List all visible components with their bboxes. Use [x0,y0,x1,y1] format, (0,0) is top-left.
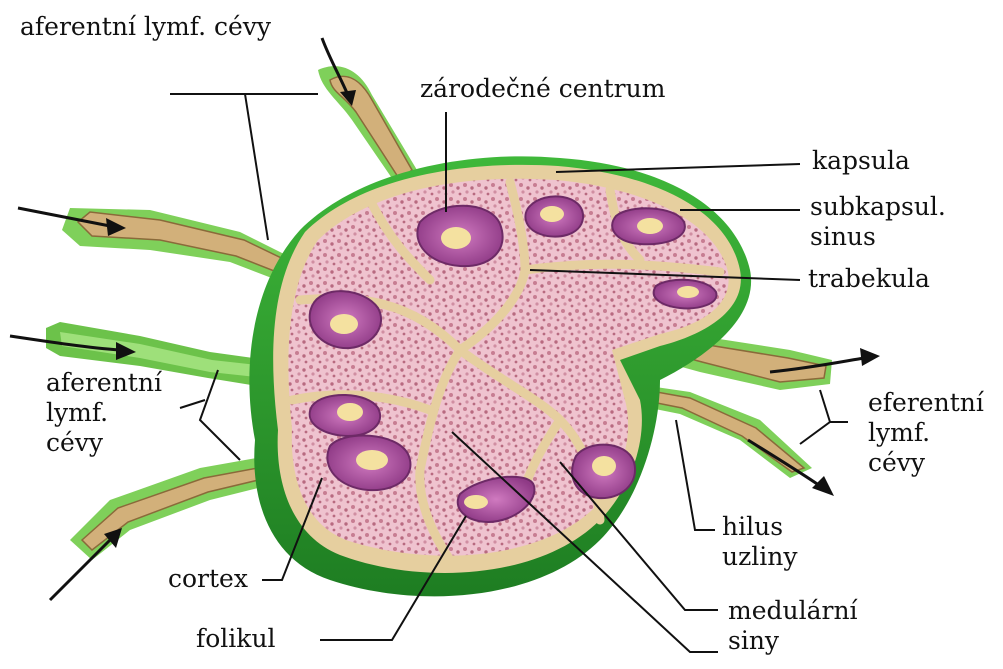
arrowhead [812,476,834,496]
label-germinal-center: zárodečné centrum [420,74,665,104]
label-afferent-left: aferentní lymf. cévy [46,368,162,458]
label-line: cévy [868,448,984,478]
follicle [310,395,380,436]
leader-hilus [676,420,715,530]
label-hilus: hilus uzliny [722,512,798,572]
label-medullary-sinus: medulární siny [728,596,858,656]
label-line: medulární [728,596,858,626]
label-line: lymf. [868,418,984,448]
label-line: sinus [810,222,946,252]
follicle [654,280,717,309]
label-line: uzliny [722,542,798,572]
label-line: cévy [46,428,162,458]
afferent-vessel-top [318,66,420,190]
label-line: hilus [722,512,798,542]
follicle [417,206,502,266]
label-line: lymf. [46,398,162,428]
label-afferent-top: aferentní lymf. cévy [20,12,271,42]
follicle [612,208,685,244]
label-line: siny [728,626,858,656]
follicle [572,445,635,499]
label-cortex: cortex [168,564,248,594]
arrowhead [860,348,880,366]
label-subcapsular-sinus: subkapsul. sinus [810,192,946,252]
label-capsule: kapsula [812,146,910,176]
follicle [525,196,583,236]
label-follicle: folikul [196,624,276,654]
label-efferent: eferentní lymf. cévy [868,388,984,478]
leader-afferent-top [170,94,268,240]
label-trabecula: trabekula [808,264,930,294]
leader-efferent [800,422,848,444]
label-line: subkapsul. [810,192,946,222]
label-line: aferentní [46,368,162,398]
follicle [310,291,381,348]
label-line: eferentní [868,388,984,418]
leader-afferent-left [200,370,240,460]
